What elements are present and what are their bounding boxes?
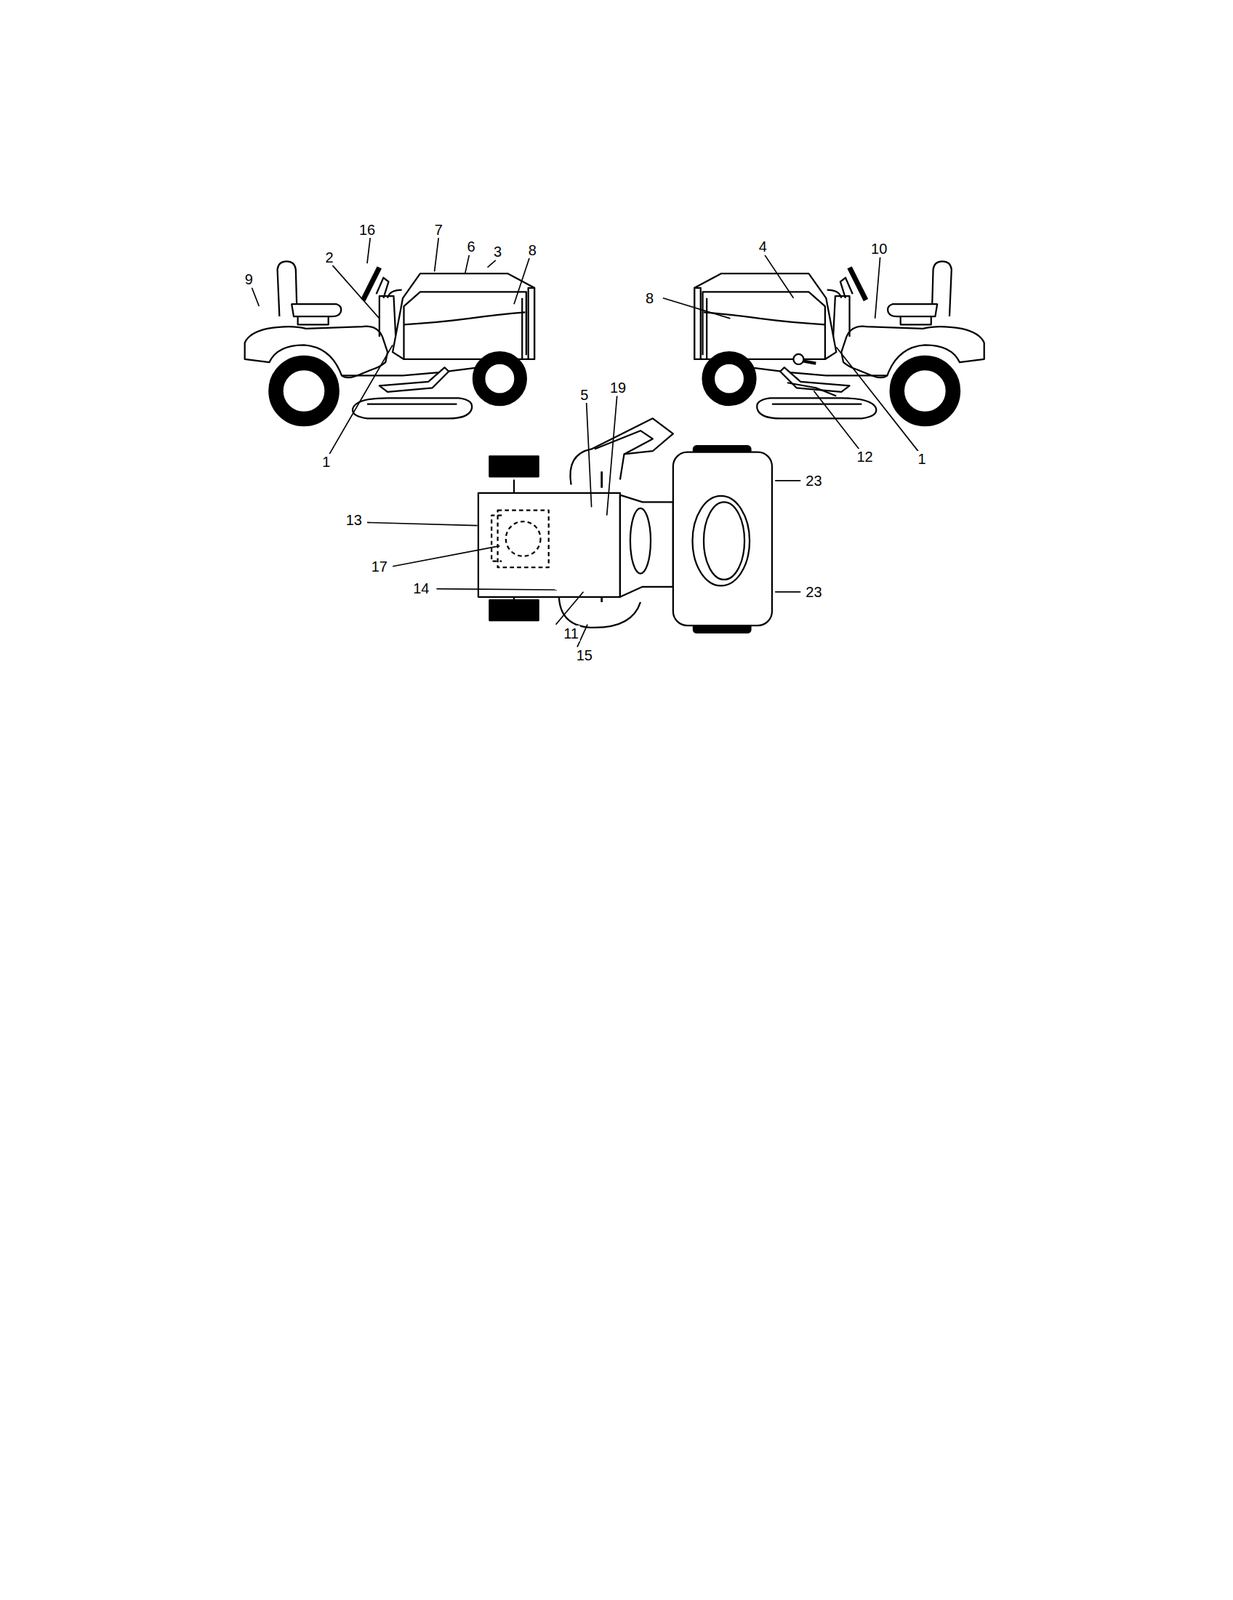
callout-number: 14 — [411, 580, 431, 597]
callout-number: 6 — [466, 238, 477, 255]
callout-number: 23 — [804, 472, 823, 489]
callout-number: 1 — [916, 450, 928, 467]
callout-number: 9 — [243, 271, 255, 288]
callout-number: 5 — [578, 386, 590, 403]
callout-number: 15 — [575, 647, 594, 664]
callout-number: 19 — [608, 379, 628, 396]
callout-number: 8 — [527, 242, 538, 259]
callout-number: 13 — [344, 511, 364, 528]
callout-number: 10 — [869, 240, 889, 257]
callout-number: 23 — [804, 583, 823, 600]
callout-number: 7 — [433, 221, 445, 238]
callout-number: 8 — [644, 290, 656, 307]
callout-number: 3 — [492, 243, 504, 260]
callout-number: 1 — [320, 453, 332, 470]
callout-number: 16 — [357, 221, 377, 238]
callout-number: 12 — [854, 448, 874, 465]
callout-number: 17 — [370, 558, 389, 575]
callout-number: 2 — [324, 249, 336, 266]
callout-number: 11 — [561, 625, 581, 642]
callout-number: 4 — [757, 238, 769, 255]
